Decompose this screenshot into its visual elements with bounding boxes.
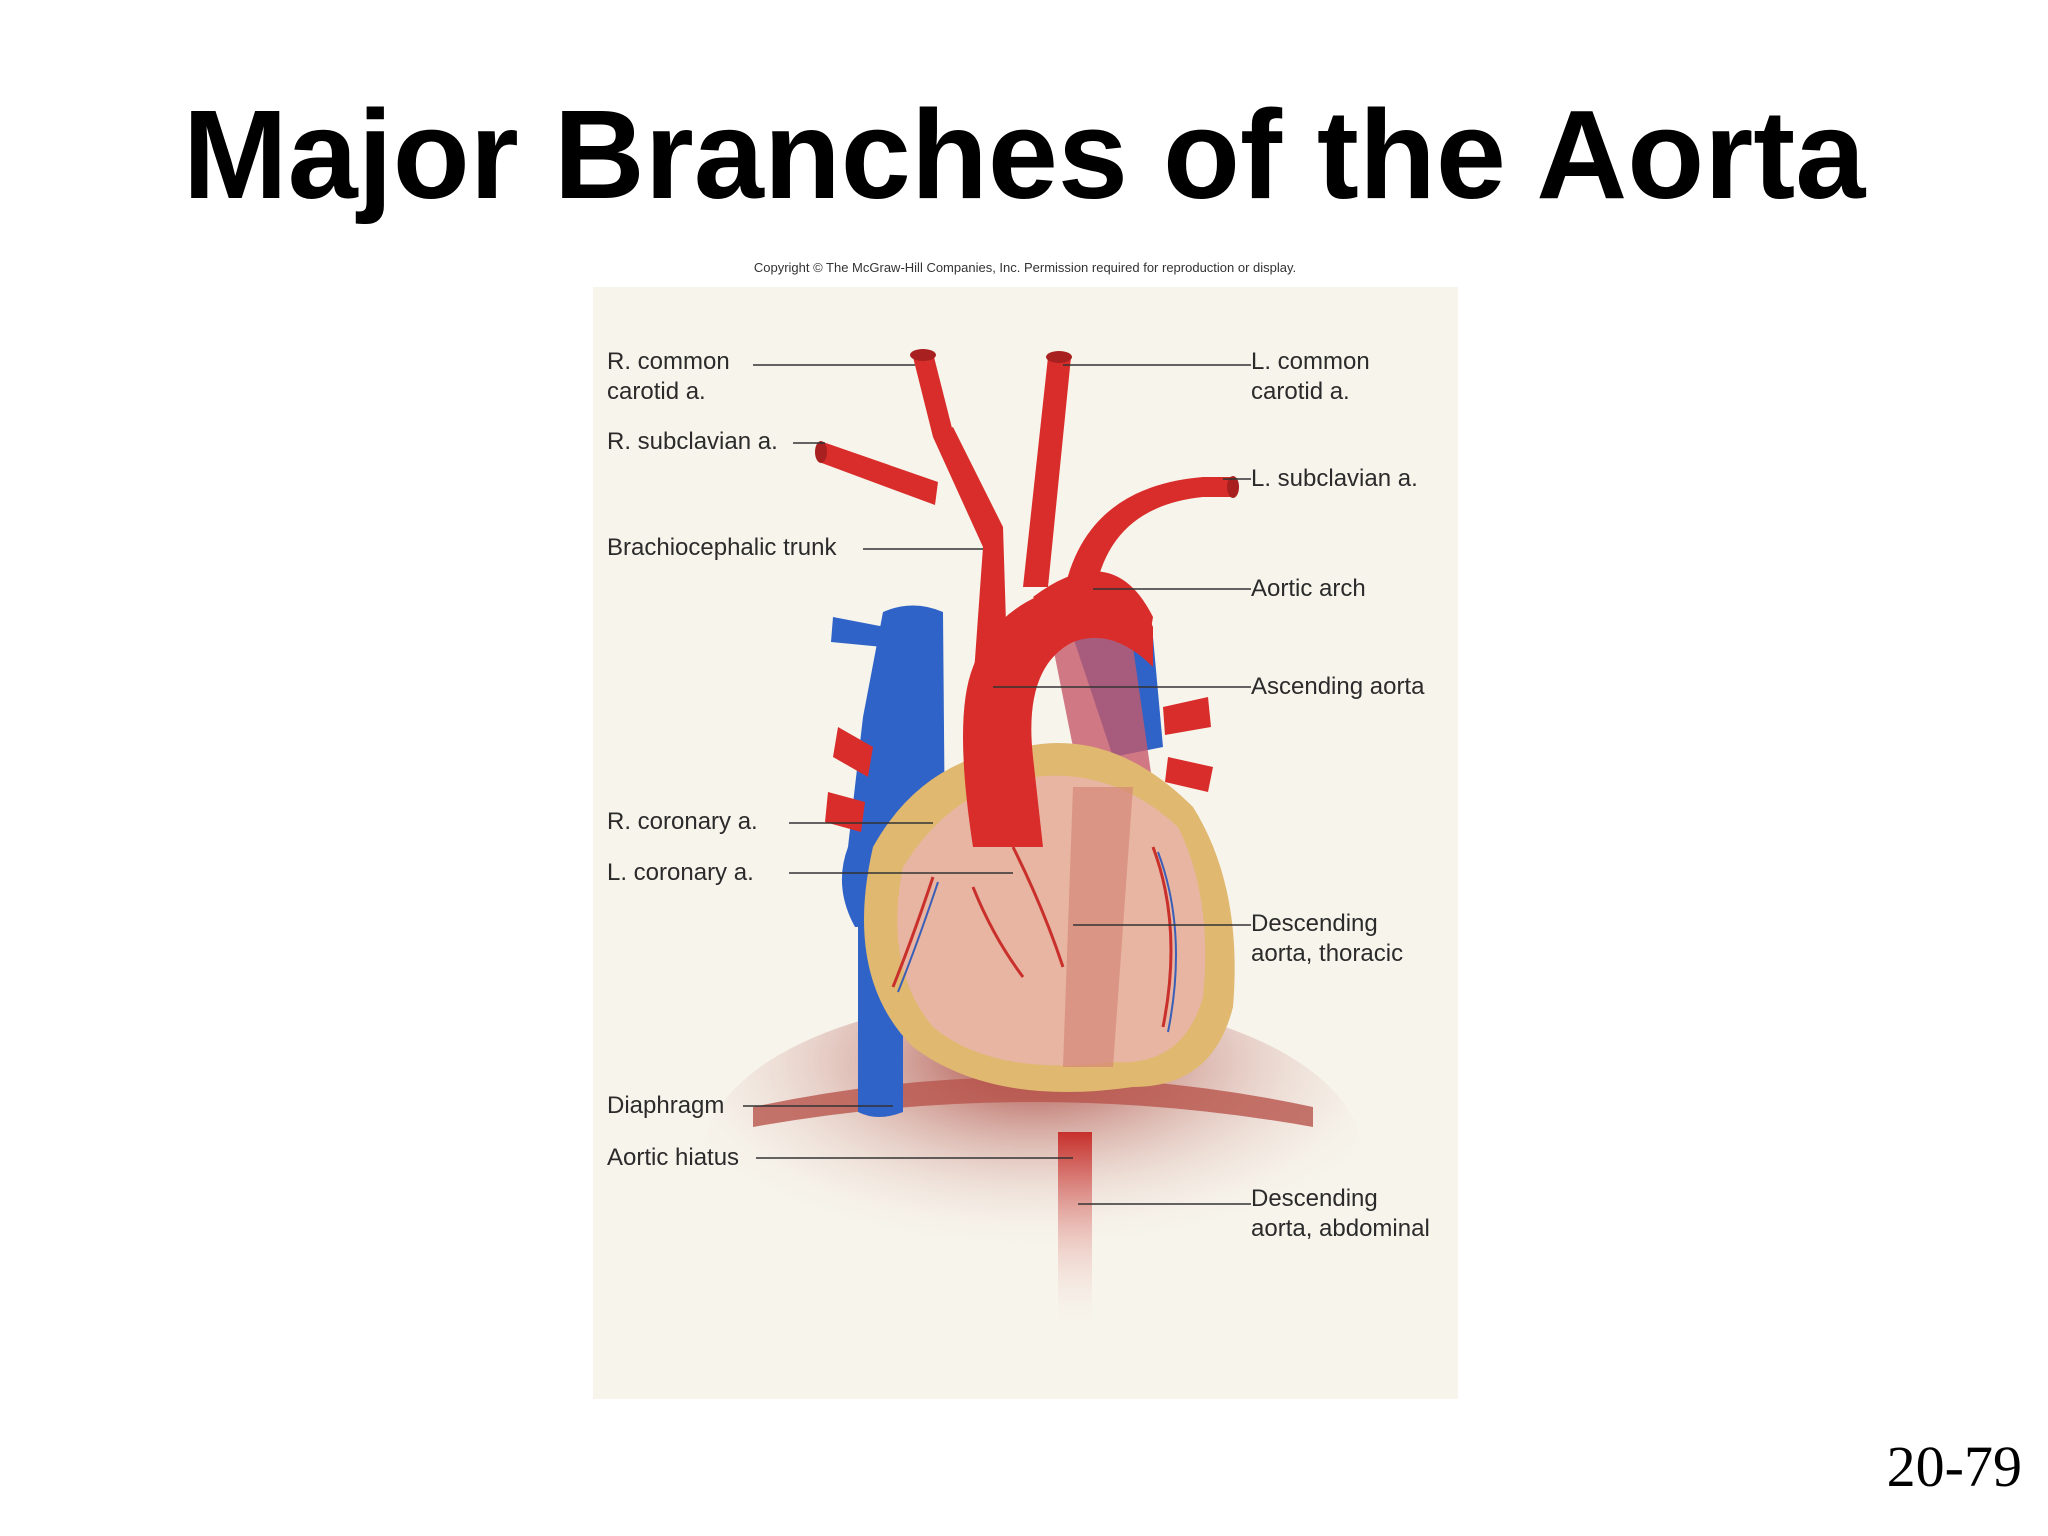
copyright-notice: Copyright © The McGraw-Hill Companies, I… (753, 260, 1297, 275)
aorta-shape (819, 353, 1233, 847)
heart-aorta-illustration (703, 349, 1363, 1332)
slide-title: Major Branches of the Aorta (182, 84, 1866, 225)
r-carotid-opening (910, 349, 936, 361)
label-brachiocephalic-trunk: Brachiocephalic trunk (607, 534, 837, 561)
label-r-subclavian: R. subclavian a. (607, 428, 778, 455)
label-diaphragm: Diaphragm (607, 1092, 725, 1119)
label-r-coronary: R. coronary a. (607, 808, 758, 835)
label-ascending-aorta: Ascending aorta (1251, 673, 1425, 700)
label-l-subclavian: L. subclavian a. (1251, 465, 1418, 492)
l-subclavian-opening (1227, 476, 1239, 498)
label-aortic-hiatus: Aortic hiatus (607, 1144, 740, 1171)
r-subclavian-opening (815, 441, 827, 463)
label-l-coronary: L. coronary a. (607, 859, 754, 886)
heart-shape (864, 743, 1235, 1092)
leader-lines (743, 364, 1251, 1205)
aorta-diagram-panel: R. common carotid a. R. subclavian a. Br… (593, 287, 1458, 1399)
l-carotid-opening (1046, 351, 1072, 363)
page-number: 20-79 (1886, 1434, 2022, 1499)
label-descending-abdominal: Descending aorta, abdominal (1251, 1185, 1430, 1242)
label-aortic-arch: Aortic arch (1251, 575, 1366, 602)
descending-abdominal-aorta (1058, 1132, 1092, 1332)
label-r-common-carotid: R. common carotid a. (607, 348, 730, 405)
label-l-common-carotid: L. common carotid a. (1251, 348, 1370, 405)
label-descending-thoracic: Descending aorta, thoracic (1251, 910, 1404, 967)
